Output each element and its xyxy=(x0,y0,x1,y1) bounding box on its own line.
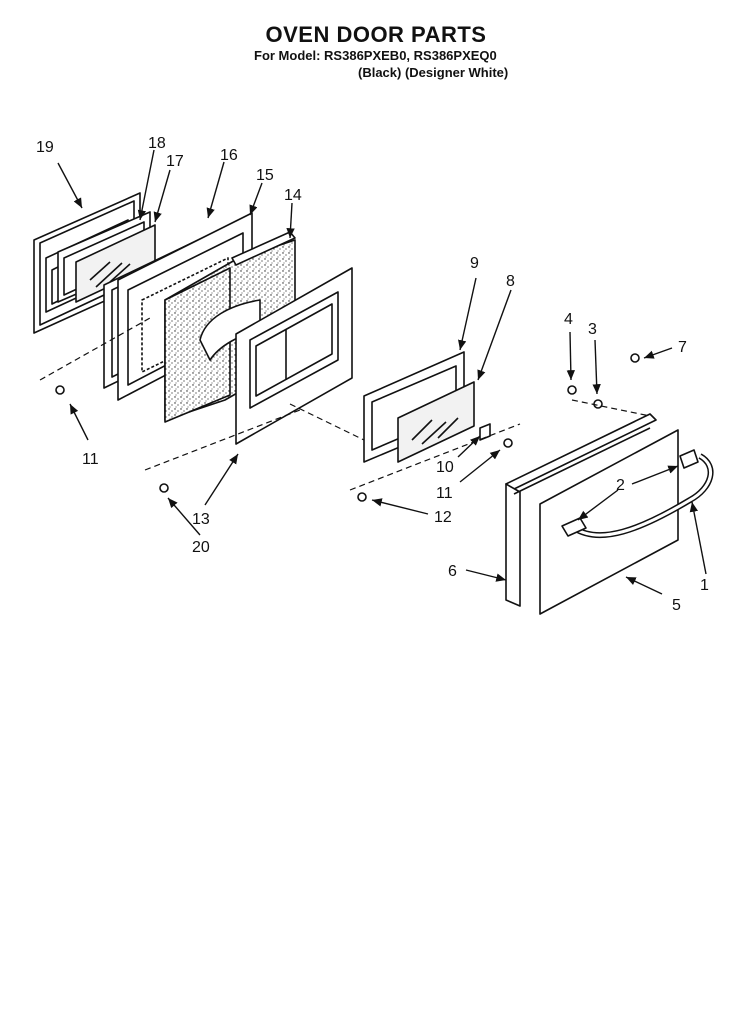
callout-labels: 19 18 17 16 15 14 9 8 4 3 7 11 10 11 12 … xyxy=(36,135,709,614)
callout-1: 1 xyxy=(700,577,709,594)
callout-20: 20 xyxy=(192,539,210,556)
model-numbers: For Model: RS386PXEB0, RS386PXEQ0 xyxy=(254,48,497,63)
callout-4: 4 xyxy=(564,311,573,328)
part-5-outer-panel xyxy=(539,429,679,615)
callout-16: 16 xyxy=(220,147,238,164)
part-6-door-channel xyxy=(505,413,657,607)
callout-10: 10 xyxy=(436,459,454,476)
leader-arrows xyxy=(57,149,707,595)
part-1-handle xyxy=(572,453,714,539)
callout-7: 7 xyxy=(678,339,687,356)
callout-18: 18 xyxy=(148,135,166,152)
callout-12: 12 xyxy=(434,509,452,526)
callout-14: 14 xyxy=(284,187,302,204)
callout-17: 17 xyxy=(166,153,184,170)
callout-8: 8 xyxy=(506,273,515,290)
part-8-outer-glass xyxy=(397,381,475,463)
part-13-door-frame xyxy=(235,267,353,445)
callout-13: 13 xyxy=(192,511,210,528)
alignment-lines xyxy=(39,317,651,491)
callout-3: 3 xyxy=(588,321,597,338)
callout-5: 5 xyxy=(672,597,681,614)
screws xyxy=(55,353,640,502)
callout-9: 9 xyxy=(470,255,479,272)
color-variants: (Black) (Designer White) xyxy=(358,65,509,80)
callout-6: 6 xyxy=(448,563,457,580)
callout-11-right: 11 xyxy=(436,485,453,502)
callout-19: 19 xyxy=(36,139,54,156)
callout-15: 15 xyxy=(256,167,274,184)
part-2-end-caps xyxy=(561,449,699,537)
callout-11-left: 11 xyxy=(82,451,99,468)
page-title: OVEN DOOR PARTS xyxy=(265,22,487,47)
callout-2: 2 xyxy=(616,477,625,494)
